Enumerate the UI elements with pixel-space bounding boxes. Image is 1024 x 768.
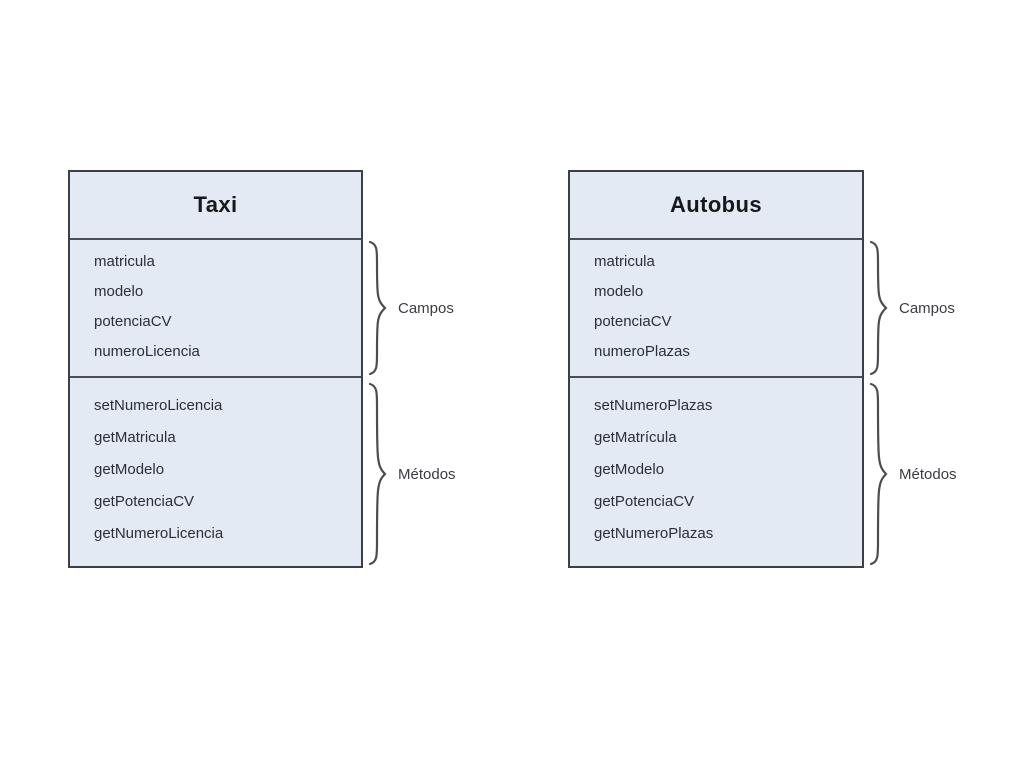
- curly-brace-icon: [368, 382, 387, 566]
- annotation-label-campos: Campos: [398, 299, 454, 317]
- method-item: setNumeroLicencia: [94, 397, 223, 414]
- annotation-autobus-metodos: Métodos: [867, 382, 957, 566]
- class-methods-taxi: setNumeroLicencia getMatricula getModelo…: [70, 378, 361, 566]
- annotation-label-campos: Campos: [899, 299, 955, 317]
- field-item: modelo: [594, 283, 644, 300]
- method-item: setNumeroPlazas: [594, 397, 713, 414]
- method-item: getModelo: [94, 461, 165, 478]
- curly-brace-icon: [869, 382, 888, 566]
- uml-class-autobus: Autobus matricula modelo potenciaCV nume…: [568, 170, 864, 568]
- annotation-taxi-campos: Campos: [366, 240, 454, 376]
- method-item: getPotenciaCV: [94, 493, 195, 510]
- field-item: modelo: [94, 283, 144, 300]
- field-item: matricula: [94, 253, 155, 270]
- field-item: numeroPlazas: [594, 343, 690, 360]
- field-item: potenciaCV: [94, 313, 172, 330]
- class-header-autobus: Autobus: [570, 172, 862, 240]
- class-header-taxi: Taxi: [70, 172, 361, 240]
- method-item: getModelo: [594, 461, 665, 478]
- annotation-taxi-metodos: Métodos: [366, 382, 456, 566]
- annotation-label-metodos: Métodos: [398, 465, 456, 483]
- class-methods-autobus: setNumeroPlazas getMatrícula getModelo g…: [570, 378, 862, 566]
- curly-brace-icon: [869, 240, 888, 376]
- class-fields-taxi: matricula modelo potenciaCV numeroLicenc…: [70, 240, 361, 378]
- class-title-autobus: Autobus: [669, 192, 762, 217]
- method-item: getNumeroPlazas: [594, 525, 714, 542]
- annotation-autobus-campos: Campos: [867, 240, 955, 376]
- class-fields-autobus: matricula modelo potenciaCV numeroPlazas: [570, 240, 862, 378]
- field-item: matricula: [594, 253, 655, 270]
- method-item: getPotenciaCV: [594, 493, 695, 510]
- field-item: numeroLicencia: [94, 343, 200, 360]
- uml-class-taxi: Taxi matricula modelo potenciaCV numeroL…: [68, 170, 363, 568]
- class-title-taxi: Taxi: [193, 192, 238, 217]
- method-item: getMatrícula: [594, 429, 677, 446]
- annotation-label-metodos: Métodos: [899, 465, 957, 483]
- field-item: potenciaCV: [594, 313, 672, 330]
- method-item: getMatricula: [94, 429, 176, 446]
- method-item: getNumeroLicencia: [94, 525, 224, 542]
- curly-brace-icon: [368, 240, 387, 376]
